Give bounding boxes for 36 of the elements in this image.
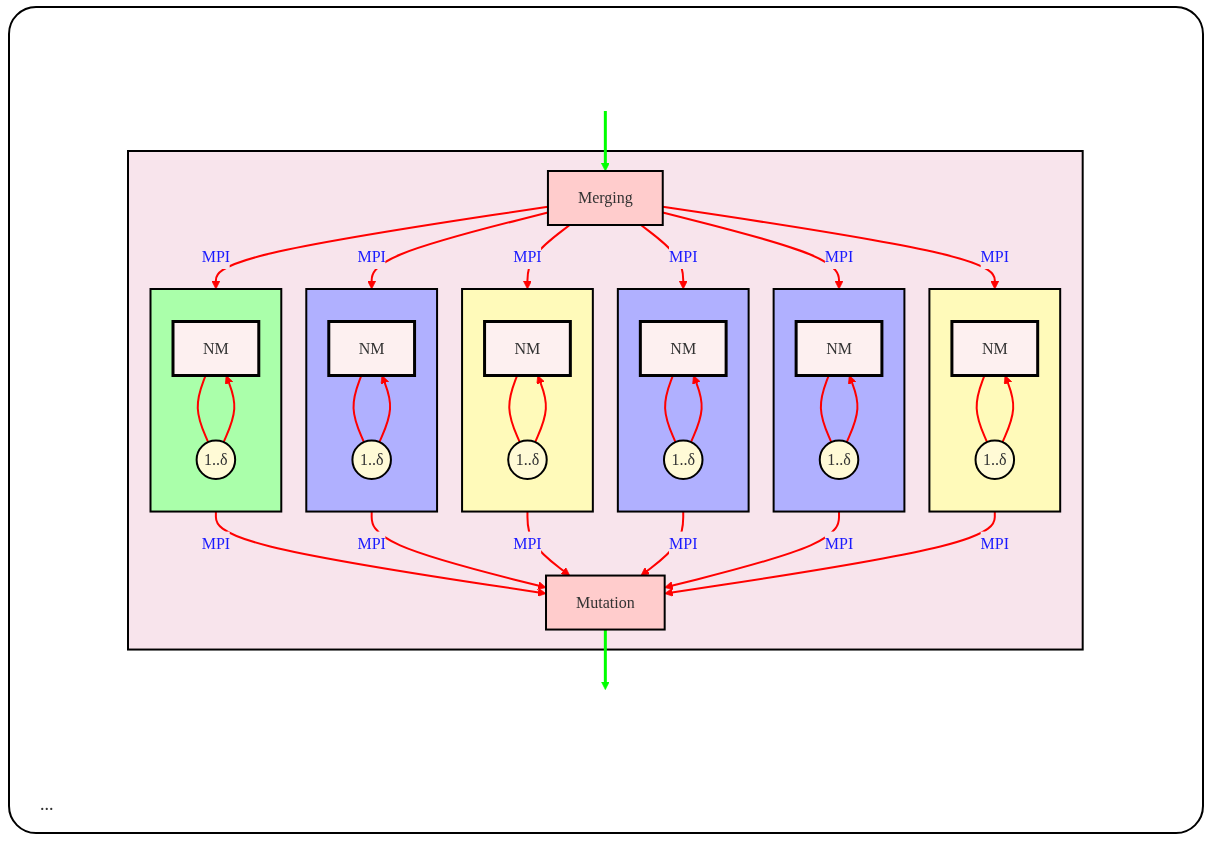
node-circle: 1..δ [818, 439, 859, 480]
node-box: Mutation [544, 574, 666, 631]
cluster [304, 287, 438, 513]
cluster [928, 287, 1061, 513]
cluster [460, 287, 594, 513]
node-circle: 1..δ [351, 439, 392, 480]
edge-label: MPI [668, 534, 698, 552]
edge-label: MPI [980, 534, 1009, 552]
cluster [616, 287, 750, 513]
node-box: Merging [546, 169, 664, 226]
cluster [149, 287, 282, 513]
node-circle: 1..δ [662, 439, 704, 480]
arrow [600, 629, 610, 690]
edge-label: MPI [512, 247, 542, 265]
node-circle: 1..δ [506, 439, 548, 480]
arrow [600, 110, 610, 172]
edge-label: MPI [357, 247, 386, 265]
node-box: NM [326, 319, 416, 377]
edge-label: MPI [824, 247, 853, 265]
cluster [126, 149, 1084, 651]
edge-label: MPI [824, 534, 853, 552]
edge-label: MPI [201, 247, 230, 265]
node-box: NM [638, 319, 728, 377]
edge-label: MPI [512, 534, 542, 552]
node-circle: 1..δ [195, 439, 236, 480]
edge-label: MPI [980, 247, 1009, 265]
edge-label: MPI [357, 534, 386, 552]
ellipsis-note: ... [40, 794, 54, 814]
node-box: NM [482, 319, 572, 377]
node-circle: 1..δ [974, 439, 1015, 480]
edge-label: MPI [668, 247, 698, 265]
node-box: NM [171, 319, 260, 377]
cluster [772, 287, 906, 513]
node-box: NM [950, 319, 1039, 377]
edge-label: MPI [201, 534, 230, 552]
node-box: NM [794, 319, 884, 377]
